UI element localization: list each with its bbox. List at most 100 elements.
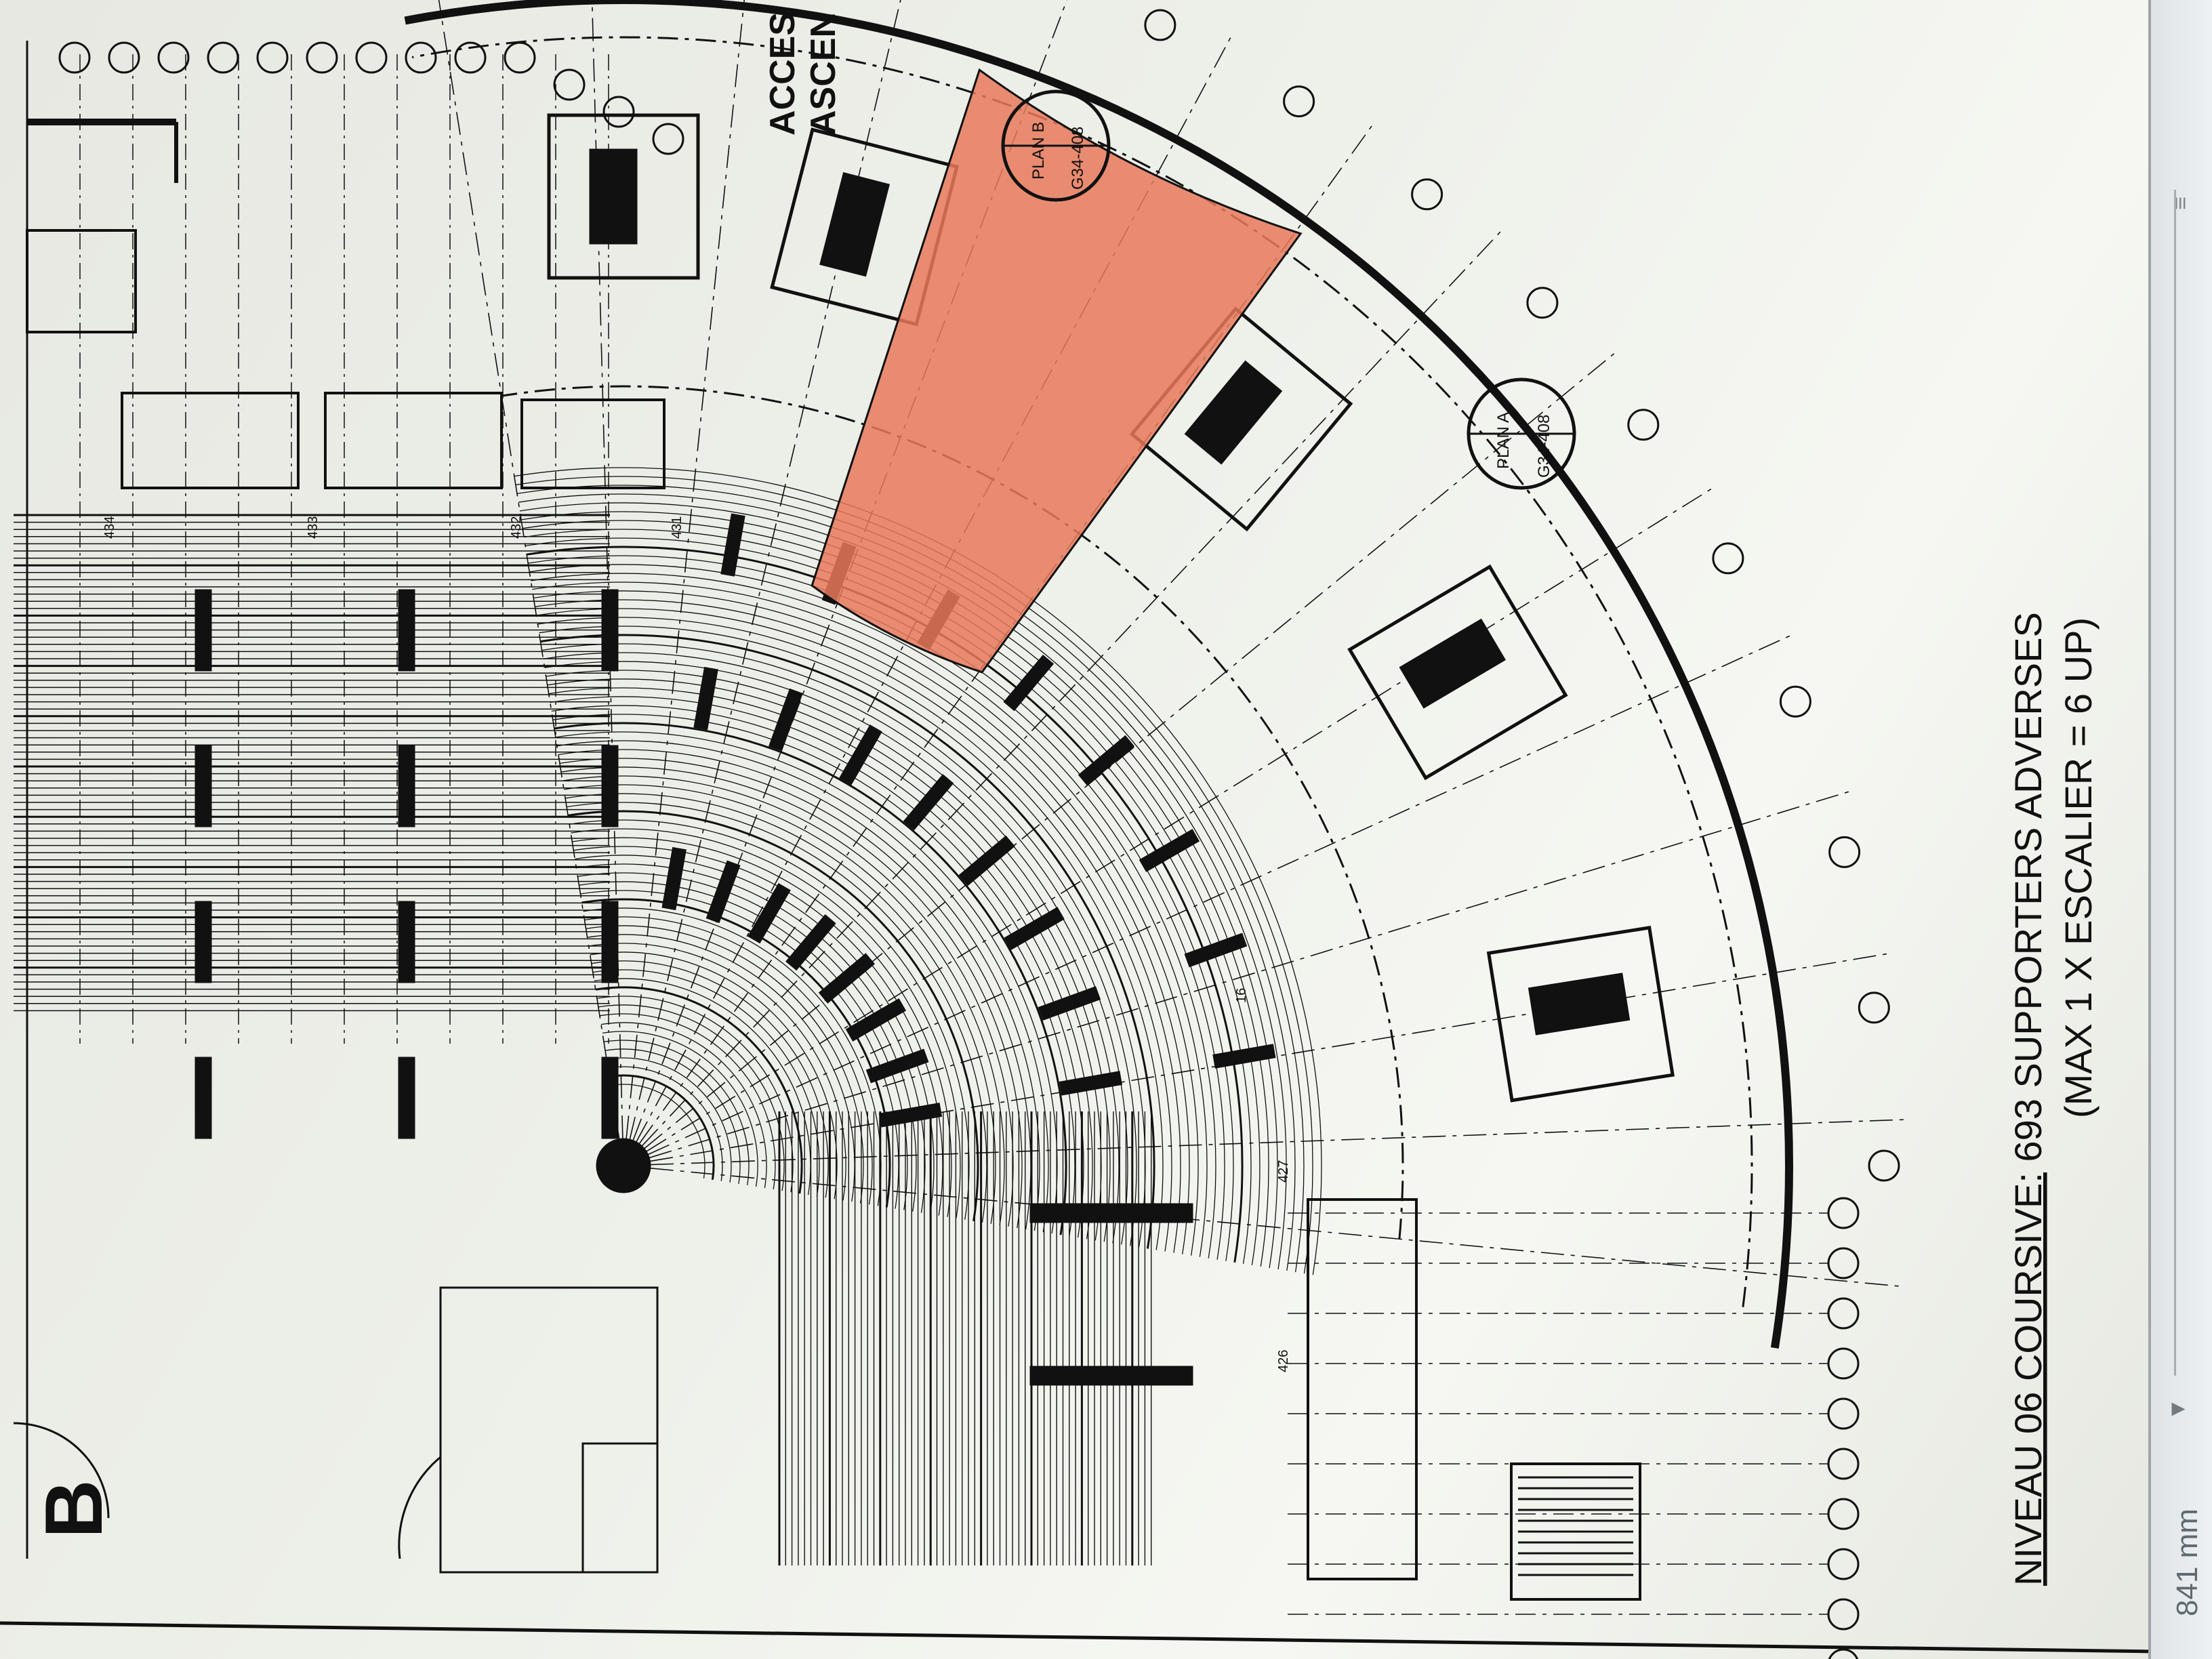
seating-arc-row (591, 960, 829, 1198)
seating-arc-row (599, 1013, 776, 1190)
seating-arc-row (573, 846, 943, 1216)
seating-arc-row (555, 731, 1058, 1234)
grid-bubble (1283, 85, 1315, 118)
vomitory-block (1078, 735, 1135, 786)
grid-bubble (1827, 1498, 1860, 1530)
seating-arc-row (529, 564, 1225, 1260)
seating-arc-row (548, 687, 1102, 1241)
seating-arc-row (603, 1040, 750, 1186)
vomitory-block (1038, 986, 1101, 1021)
dimension-label: 433 (306, 516, 321, 539)
seating-arc-row (547, 678, 1111, 1242)
stair-core-fill (1184, 360, 1283, 465)
seating-arc-row (546, 670, 1120, 1244)
grid-bubble (1411, 178, 1443, 211)
grid-bubble (504, 41, 536, 74)
radial-grid-line (649, 789, 1856, 1159)
door-swing-arc (398, 1456, 441, 1559)
seating-arc-row (556, 740, 1049, 1233)
grid-bubble (602, 96, 635, 128)
grid-bubble (1712, 542, 1744, 575)
vomitory-block (661, 846, 687, 911)
grid-bubble (355, 41, 388, 74)
vomitory-block (1184, 933, 1248, 968)
service-room-outline (547, 113, 700, 280)
field-corner-outline (439, 1286, 659, 1574)
seating-arc-row (594, 978, 811, 1195)
seating-arc-row (586, 925, 864, 1204)
vomitory-block (398, 1057, 415, 1139)
vomitory-block (839, 724, 882, 785)
seating-arc-row (602, 1031, 758, 1187)
vomitory-block (601, 901, 619, 983)
seating-arc-row (558, 749, 1040, 1231)
vomitory-block (601, 745, 619, 827)
plan-a-callout: PLAN A G34-408 (1467, 377, 1576, 490)
seating-arc-row (595, 986, 803, 1194)
vomitory-block (398, 589, 415, 672)
seating-arc-row (596, 996, 794, 1193)
dimension-label: 16 (1234, 988, 1249, 1003)
seating-arc-row (535, 599, 1190, 1254)
grid-bubble (652, 123, 684, 155)
seating-arc-row (514, 467, 1322, 1275)
seating-arc-row (587, 934, 855, 1202)
plan-title-block: NIVEAU 06 COURSIVE: 693 SUPPORTERS ADVER… (2007, 612, 2100, 1586)
dimension-label: 427 (1276, 1160, 1291, 1183)
grid-bubble (1827, 1247, 1860, 1279)
service-room-outline (1486, 926, 1675, 1103)
plan-b-title: PLAN B (1029, 122, 1048, 180)
vomitory-block (785, 914, 836, 971)
dimension-label: 431 (670, 516, 684, 539)
door-swing-arc (13, 1422, 110, 1519)
plan-title-prefix: NIVEAU 06 COURSIVE: (2007, 1172, 2049, 1586)
stair-core-fill (1399, 618, 1507, 709)
seating-arc-row (600, 1022, 767, 1189)
seating-arc-row (572, 837, 952, 1217)
stair-core-fill (589, 148, 638, 245)
vomitory-block (1212, 1044, 1276, 1069)
field-corner-outline (581, 1442, 659, 1574)
seating-arc-row (608, 1066, 723, 1181)
seating-arc-row (554, 722, 1067, 1235)
seating-arc-row (560, 766, 1023, 1229)
seating-arc-row (525, 537, 1252, 1265)
service-room-outline (1347, 564, 1568, 781)
vomitory-block (1004, 907, 1065, 950)
seating-arc-row (598, 1004, 785, 1191)
scale-readout: 841 mm (2171, 1509, 2204, 1616)
grid-bubble (1828, 836, 1861, 868)
vomitory-block (398, 745, 415, 827)
scroll-arrow-icon[interactable]: ▲ (2166, 1397, 2192, 1421)
room-outline (520, 398, 665, 489)
vomitory-block (818, 953, 876, 1004)
seating-arc-row (606, 1057, 732, 1183)
seating-arc-row (551, 705, 1084, 1238)
seating-arc-row (584, 916, 873, 1205)
seating-arc-row (562, 775, 1014, 1227)
seating-arc-row (528, 555, 1234, 1261)
vomitory-block (878, 1103, 943, 1128)
grid-bubble (1868, 1149, 1900, 1182)
grid-bubble (1827, 1197, 1860, 1229)
vertical-scrollbar[interactable] (2174, 190, 2195, 1376)
viewer-side-panel: ≡ ▲ 841 mm (2148, 0, 2212, 1659)
room-outline (121, 392, 300, 489)
vomitory-block (194, 1057, 212, 1139)
grid-bubble (1627, 409, 1660, 441)
seating-arc-row (571, 828, 961, 1218)
radial-grid-line (644, 348, 1620, 1149)
vomitory-block (194, 745, 212, 827)
seating-arc-row (540, 634, 1155, 1249)
seating-arc-row (575, 855, 935, 1214)
radial-grid-line (591, 0, 623, 1139)
vomitory-block (720, 513, 745, 577)
vomitory-block (958, 835, 1015, 886)
section-letter: B (28, 1479, 119, 1538)
seating-arc-row (588, 943, 846, 1201)
seating-arc-row (519, 502, 1287, 1270)
seating-arc-row (541, 643, 1146, 1248)
seating-arc-row (609, 1074, 715, 1181)
grid-bubble (1526, 287, 1559, 319)
seating-arc-row (563, 784, 1005, 1226)
